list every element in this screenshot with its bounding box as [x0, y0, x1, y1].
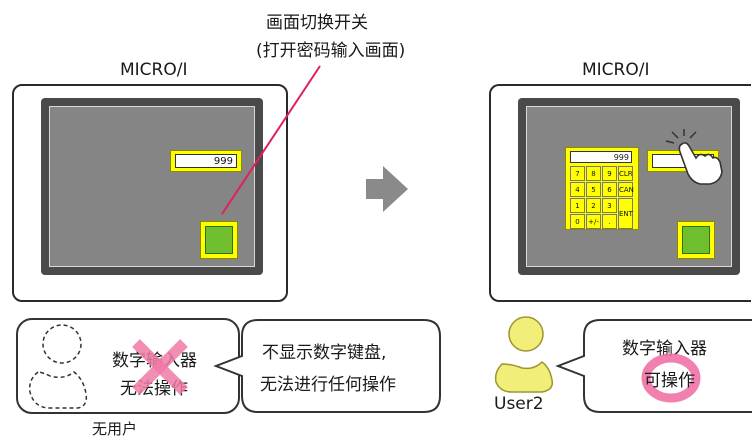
keypad-key[interactable]: 3: [602, 198, 617, 213]
keypad-key[interactable]: CLR: [618, 166, 633, 181]
keypad-key[interactable]: ENT: [618, 198, 633, 229]
callout-label-line1: 画面切换开关: [266, 13, 368, 33]
right-speech-line2: 可操作: [644, 371, 695, 391]
left-device-screen: 999: [49, 106, 255, 267]
left-numeric-display-value: 999: [175, 154, 237, 168]
keypad-key[interactable]: 8: [586, 166, 601, 181]
left-numeric-display[interactable]: 999: [170, 150, 242, 172]
right-device-title: MICRO/I: [582, 60, 650, 80]
keypad-key[interactable]: 7: [570, 166, 585, 181]
callout-pointer-line: [221, 65, 321, 215]
right-speech-line1: 数字输入器: [622, 339, 707, 359]
right-screen-switch-button-face: [682, 226, 710, 254]
tap-hand-icon: [665, 129, 723, 185]
right-screen-switch-button[interactable]: [677, 221, 715, 259]
keypad-key[interactable]: 4: [570, 182, 585, 197]
keypad-key[interactable]: +/-: [586, 214, 601, 229]
keypad-key[interactable]: 1: [570, 198, 585, 213]
keypad-key[interactable]: 0: [570, 214, 585, 229]
keypad-display: 999: [570, 151, 632, 163]
keypad-key[interactable]: CAN: [618, 182, 634, 197]
keypad-key[interactable]: 9: [602, 166, 617, 181]
left-speech-bubble-shape: [213, 319, 441, 413]
dashed-user-icon: [28, 324, 88, 409]
left-user-bubble: [16, 318, 240, 414]
circle-mark-icon: [641, 353, 701, 403]
right-user-label: User2: [494, 394, 544, 414]
left-device-bezel: 999: [41, 98, 263, 275]
keypad-key[interactable]: 6: [602, 182, 617, 197]
left-device-frame: 999: [12, 84, 288, 302]
left-device-title: MICRO/I: [120, 60, 188, 80]
cross-mark-icon: [132, 339, 188, 395]
keypad-key[interactable]: 2: [586, 198, 601, 213]
keypad-key[interactable]: 5: [586, 182, 601, 197]
left-screen-switch-button-face: [205, 226, 233, 254]
transition-arrow-icon: [366, 166, 408, 212]
left-user-label: 无用户: [92, 420, 138, 438]
left-screen-switch-button[interactable]: [200, 221, 238, 259]
user2-icon: [494, 316, 554, 393]
keypad-key[interactable]: .: [602, 214, 617, 229]
callout-label-line2: (打开密码输入画面): [256, 41, 406, 61]
left-speech-line2: 无法进行任何操作: [260, 375, 396, 395]
left-speech-line1: 不显示数字键盘,: [262, 343, 387, 363]
